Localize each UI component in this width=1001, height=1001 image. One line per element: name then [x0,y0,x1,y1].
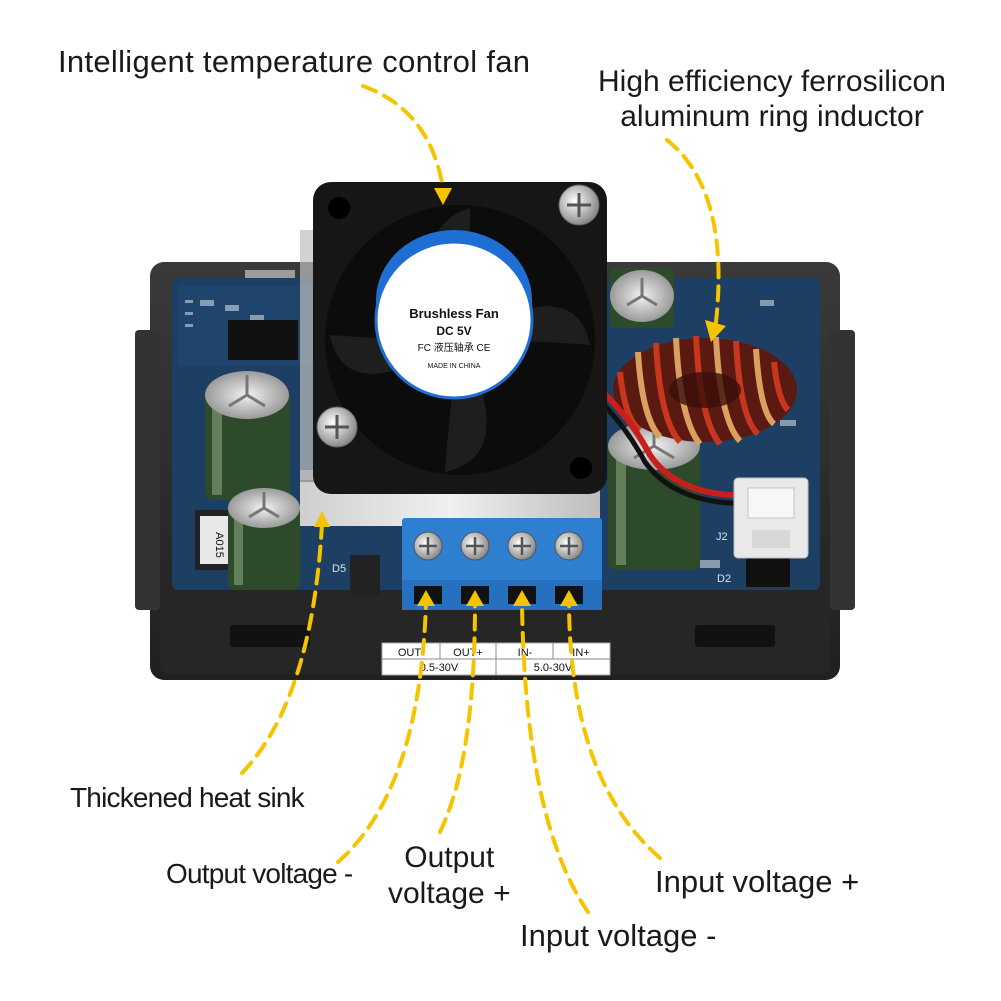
callout-input-plus: Input voltage + [655,864,860,899]
fan-model: Brushless Fan [409,306,499,321]
arrowhead-icon [314,188,726,606]
callout-output-plus: Output voltage + [388,840,511,912]
ring-inductor [613,335,797,446]
callout-input-minus: Input voltage - [520,918,717,953]
capacitor-right-bottom [608,422,700,570]
fan-marks: FC 液压轴承 CE [418,341,491,354]
pcb-d2-label: D2 [717,573,731,585]
fan-rating: DC 5V [436,324,471,338]
callout-fan: Intelligent temperature control fan [58,44,531,79]
fan-origin: MADE IN CHINA [428,363,481,370]
capacitor-right-top [610,268,674,328]
label-in-minus: IN- [518,647,533,659]
label-out-minus: OUT- [398,647,425,659]
label-out-plus: OUT+ [453,647,483,659]
pcb-d5-label: D5 [332,563,346,575]
capacitor-left-top [205,371,290,500]
callout-inductor-line2: aluminum ring inductor [620,100,924,134]
callout-output-minus: Output voltage - [166,858,353,889]
connector-j2 [733,477,809,559]
fan-brand-cn: 鹏达蓝图 [424,264,484,281]
pcb-diode-label: A015 [213,532,225,558]
pcb-j2-label: J2 [716,531,728,543]
terminal-block [402,518,602,610]
label-in-range: 5.0-30V [534,662,573,674]
capacitor-left-bottom [228,488,300,590]
callout-heat-sink: Thickened heat sink [70,782,305,813]
fan-brand-en: PENGDALANTU [424,289,484,298]
terminal-label: OUT- OUT+ IN- IN+ 0.5-30V 5.0-30V [381,642,611,676]
callout-inductor-line1: High efficiency ferrosilicon [598,65,946,98]
callout-output-plus-line2: voltage + [388,877,511,910]
callout-arrows [240,84,721,914]
cooling-fan: 鹏达蓝图 PENGDALANTU Brushless Fan DC 5V FC … [313,182,607,494]
callout-inductor: High efficiency ferrosilicon aluminum ri… [598,64,946,135]
label-out-range: 0.5-30V [420,662,459,674]
label-in-plus: IN+ [572,647,589,659]
callout-output-plus-line1: Output [404,841,495,874]
